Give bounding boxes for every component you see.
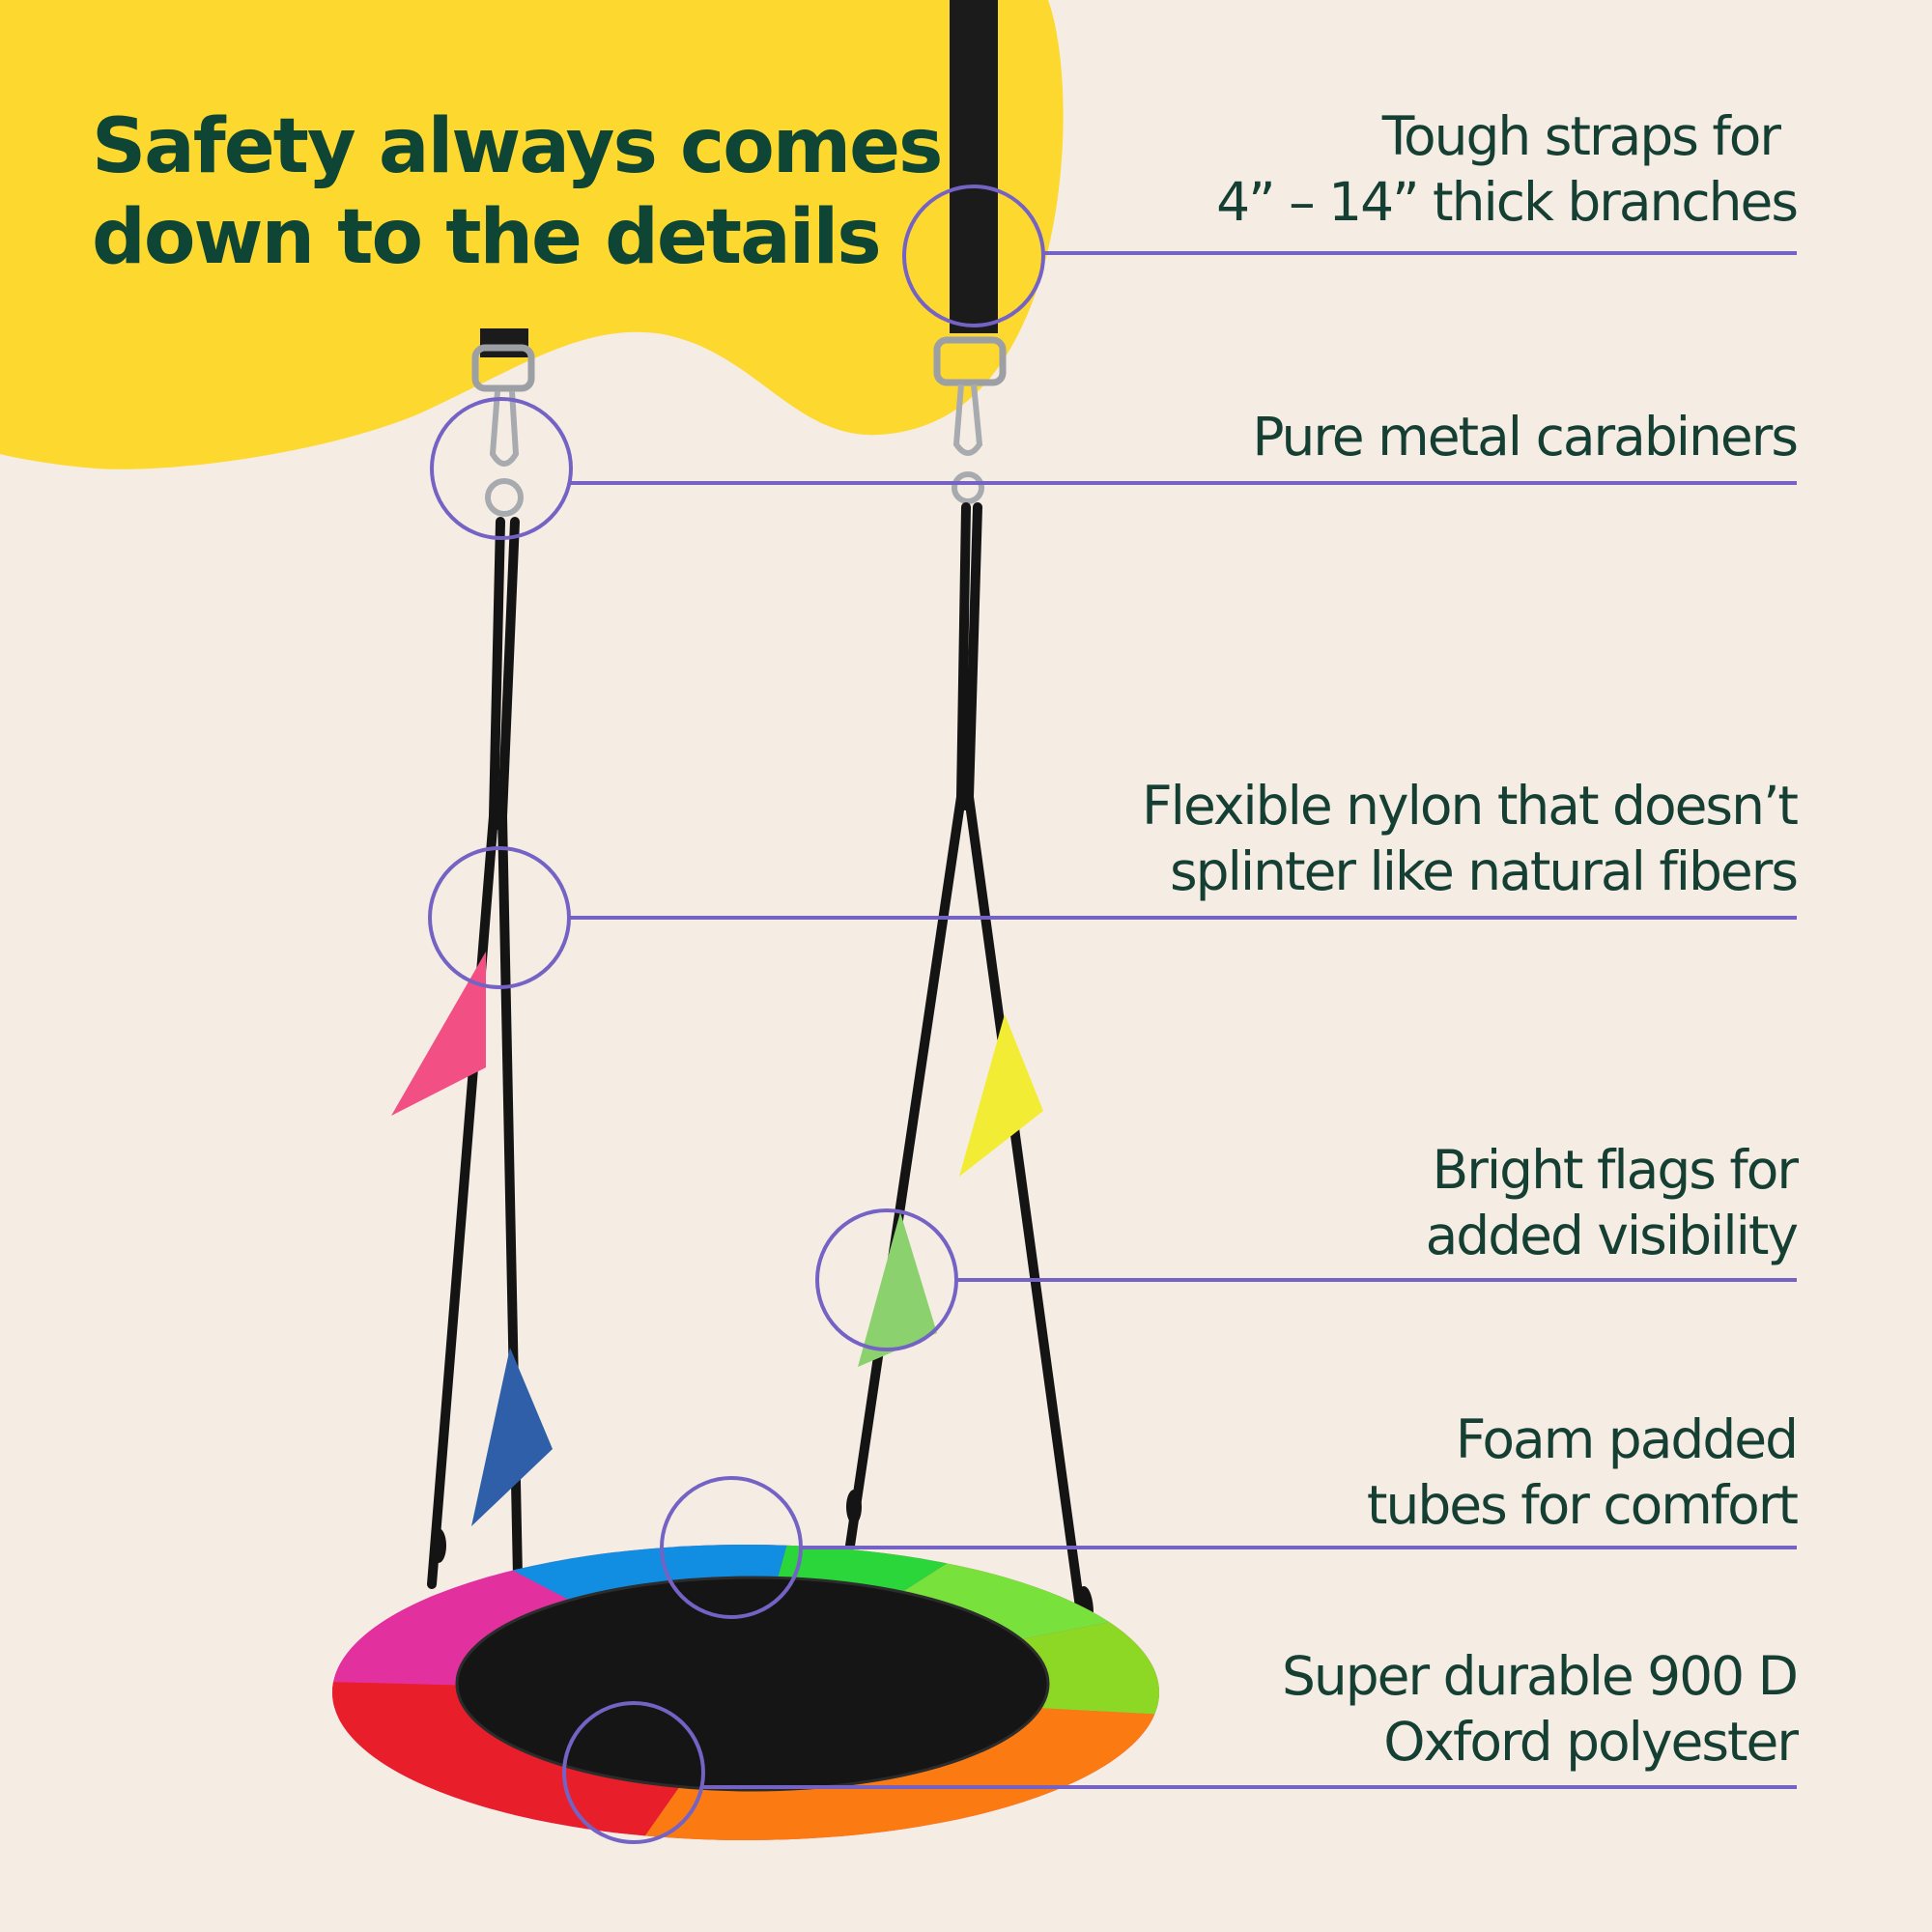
flag-pink xyxy=(391,952,486,1116)
callout-circle-polyester xyxy=(562,1701,705,1844)
flag-yellow xyxy=(959,1014,1043,1177)
flag-blue xyxy=(471,1348,553,1526)
callout-polyester: Super durable 900 D Oxford polyester xyxy=(1281,1643,1799,1775)
callout-nylon-line-1: Flexible nylon that doesn’t xyxy=(1142,775,1799,837)
yellow-blob xyxy=(0,0,1064,469)
callout-carabiners-line-1: Pure metal carabiners xyxy=(1252,406,1799,468)
d-ring-right xyxy=(933,336,1007,386)
strap-left xyxy=(480,328,528,357)
callout-circle-carabiners xyxy=(430,397,573,540)
callout-flags: Bright flags for added visibility xyxy=(1425,1137,1799,1268)
strap-right xyxy=(950,0,998,333)
callout-straps: Tough straps for 4” – 14” thick branches xyxy=(1216,103,1799,235)
callout-padding-line-2: tubes for comfort xyxy=(1366,1474,1799,1536)
headline-line-2: down to the details xyxy=(92,194,882,281)
callout-flags-line-2: added visibility xyxy=(1425,1205,1799,1266)
callout-polyester-line-2: Oxford polyester xyxy=(1383,1711,1799,1773)
flag-green xyxy=(858,1212,937,1367)
callout-straps-line-2: 4” – 14” thick branches xyxy=(1216,171,1799,233)
headline: Safety always comes down to the details xyxy=(92,101,943,283)
callout-polyester-line-1: Super durable 900 D xyxy=(1281,1645,1799,1707)
callout-nylon-line-2: splinter like natural fibers xyxy=(1170,840,1799,902)
callout-padding: Foam padded tubes for comfort xyxy=(1366,1406,1799,1538)
d-ring-left xyxy=(471,344,535,392)
callout-nylon: Flexible nylon that doesn’t splinter lik… xyxy=(1142,773,1799,904)
carabiner-right xyxy=(952,384,984,504)
carabiner-left xyxy=(485,390,524,517)
callout-carabiners: Pure metal carabiners xyxy=(1252,404,1799,469)
callout-padding-line-1: Foam padded xyxy=(1455,1408,1799,1470)
headline-line-1: Safety always comes xyxy=(92,103,943,190)
callout-circle-straps xyxy=(902,185,1045,327)
callout-flags-line-1: Bright flags for xyxy=(1432,1139,1799,1201)
callout-straps-line-1: Tough straps for xyxy=(1381,105,1781,167)
callout-pointers xyxy=(428,185,1797,1844)
